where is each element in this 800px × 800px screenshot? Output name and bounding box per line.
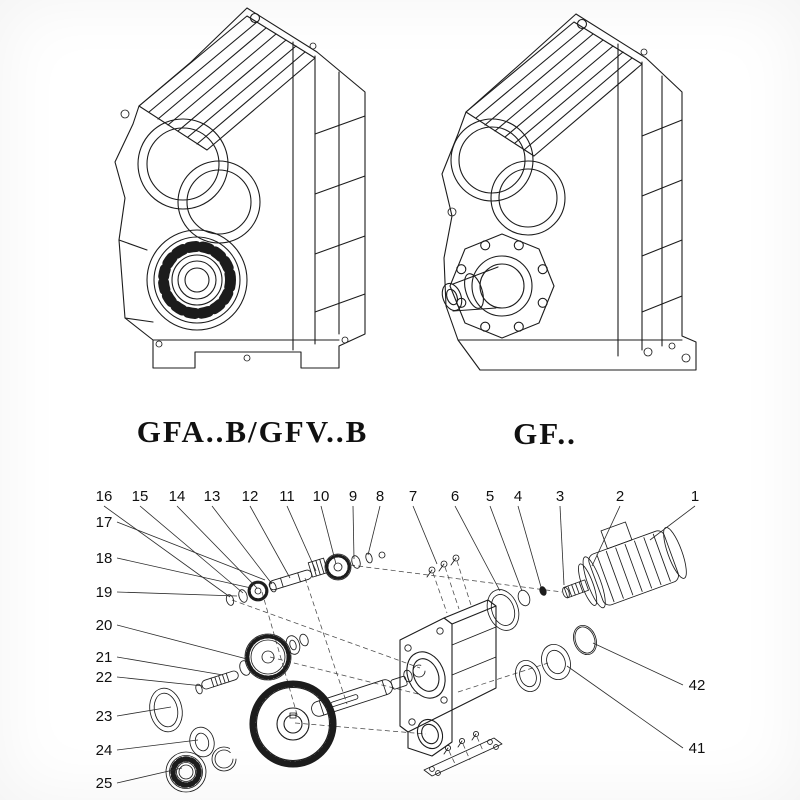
gearbox-figure-flange-type (114, 7, 366, 369)
housing-screws (447, 48, 691, 363)
callout-13: 13 (204, 488, 221, 505)
callout-1: 1 (691, 488, 699, 505)
eyebolt-hole (576, 18, 588, 30)
callout-20: 20 (96, 617, 113, 634)
output-shaft (311, 664, 426, 717)
callout-23: 23 (96, 708, 113, 725)
output-gear (249, 680, 337, 768)
callout-5: 5 (486, 488, 494, 505)
model-label-left: GFA..B/GFV..B (136, 414, 369, 449)
ball-bearing (165, 751, 207, 793)
gear-housing (399, 599, 497, 757)
callout-numbers: 16 15 14 13 12 11 10 9 8 7 6 5 4 3 2 1 1… (96, 488, 706, 792)
gearbox-housing-outline (114, 7, 366, 369)
callout-22: 22 (96, 669, 113, 686)
exploded-parts-diagram: 16 15 14 13 12 11 10 9 8 7 6 5 4 3 2 1 1… (96, 488, 706, 793)
callout-41: 41 (689, 740, 706, 757)
gearbox-figure-shaft-type (441, 13, 697, 371)
callout-14: 14 (169, 488, 186, 505)
assembly-axis-lines (231, 560, 563, 767)
callout-21: 21 (96, 649, 113, 666)
electric-motor (562, 521, 687, 609)
callout-12: 12 (242, 488, 259, 505)
output-bearing (146, 229, 248, 331)
cap-screws (426, 554, 460, 578)
washer (189, 726, 215, 758)
housing-screws (120, 42, 349, 362)
gearbox-housing-outline (441, 13, 697, 371)
gear-bores (450, 118, 566, 236)
callout-15: 15 (132, 488, 149, 505)
callout-4: 4 (514, 488, 522, 505)
callout-19: 19 (96, 584, 113, 601)
leader-lines (103, 505, 696, 784)
callout-24: 24 (96, 742, 113, 759)
callout-18: 18 (96, 550, 113, 567)
model-label-right: GF.. (513, 416, 577, 451)
callout-9: 9 (349, 488, 357, 505)
callout-17: 17 (96, 514, 113, 531)
input-shaft-assembly (225, 551, 386, 606)
eyebolt-hole (249, 12, 261, 24)
bottom-cover (423, 730, 503, 777)
output-flange-and-shaft (441, 233, 555, 339)
callout-8: 8 (376, 488, 384, 505)
intermediate-gear-set (195, 633, 309, 695)
shim-and-key-parts (486, 586, 547, 631)
callout-2: 2 (616, 488, 624, 505)
callout-7: 7 (409, 488, 417, 505)
callout-11: 11 (279, 488, 295, 505)
bearing-seal-rings (515, 624, 597, 693)
callout-42: 42 (689, 677, 706, 694)
oil-seal (149, 687, 183, 733)
callout-6: 6 (451, 488, 459, 505)
gear-bores (137, 118, 261, 244)
retaining-ring (211, 746, 237, 772)
callout-25: 25 (96, 775, 113, 792)
callout-16: 16 (96, 488, 113, 505)
callout-10: 10 (313, 488, 330, 505)
callout-3: 3 (556, 488, 564, 505)
